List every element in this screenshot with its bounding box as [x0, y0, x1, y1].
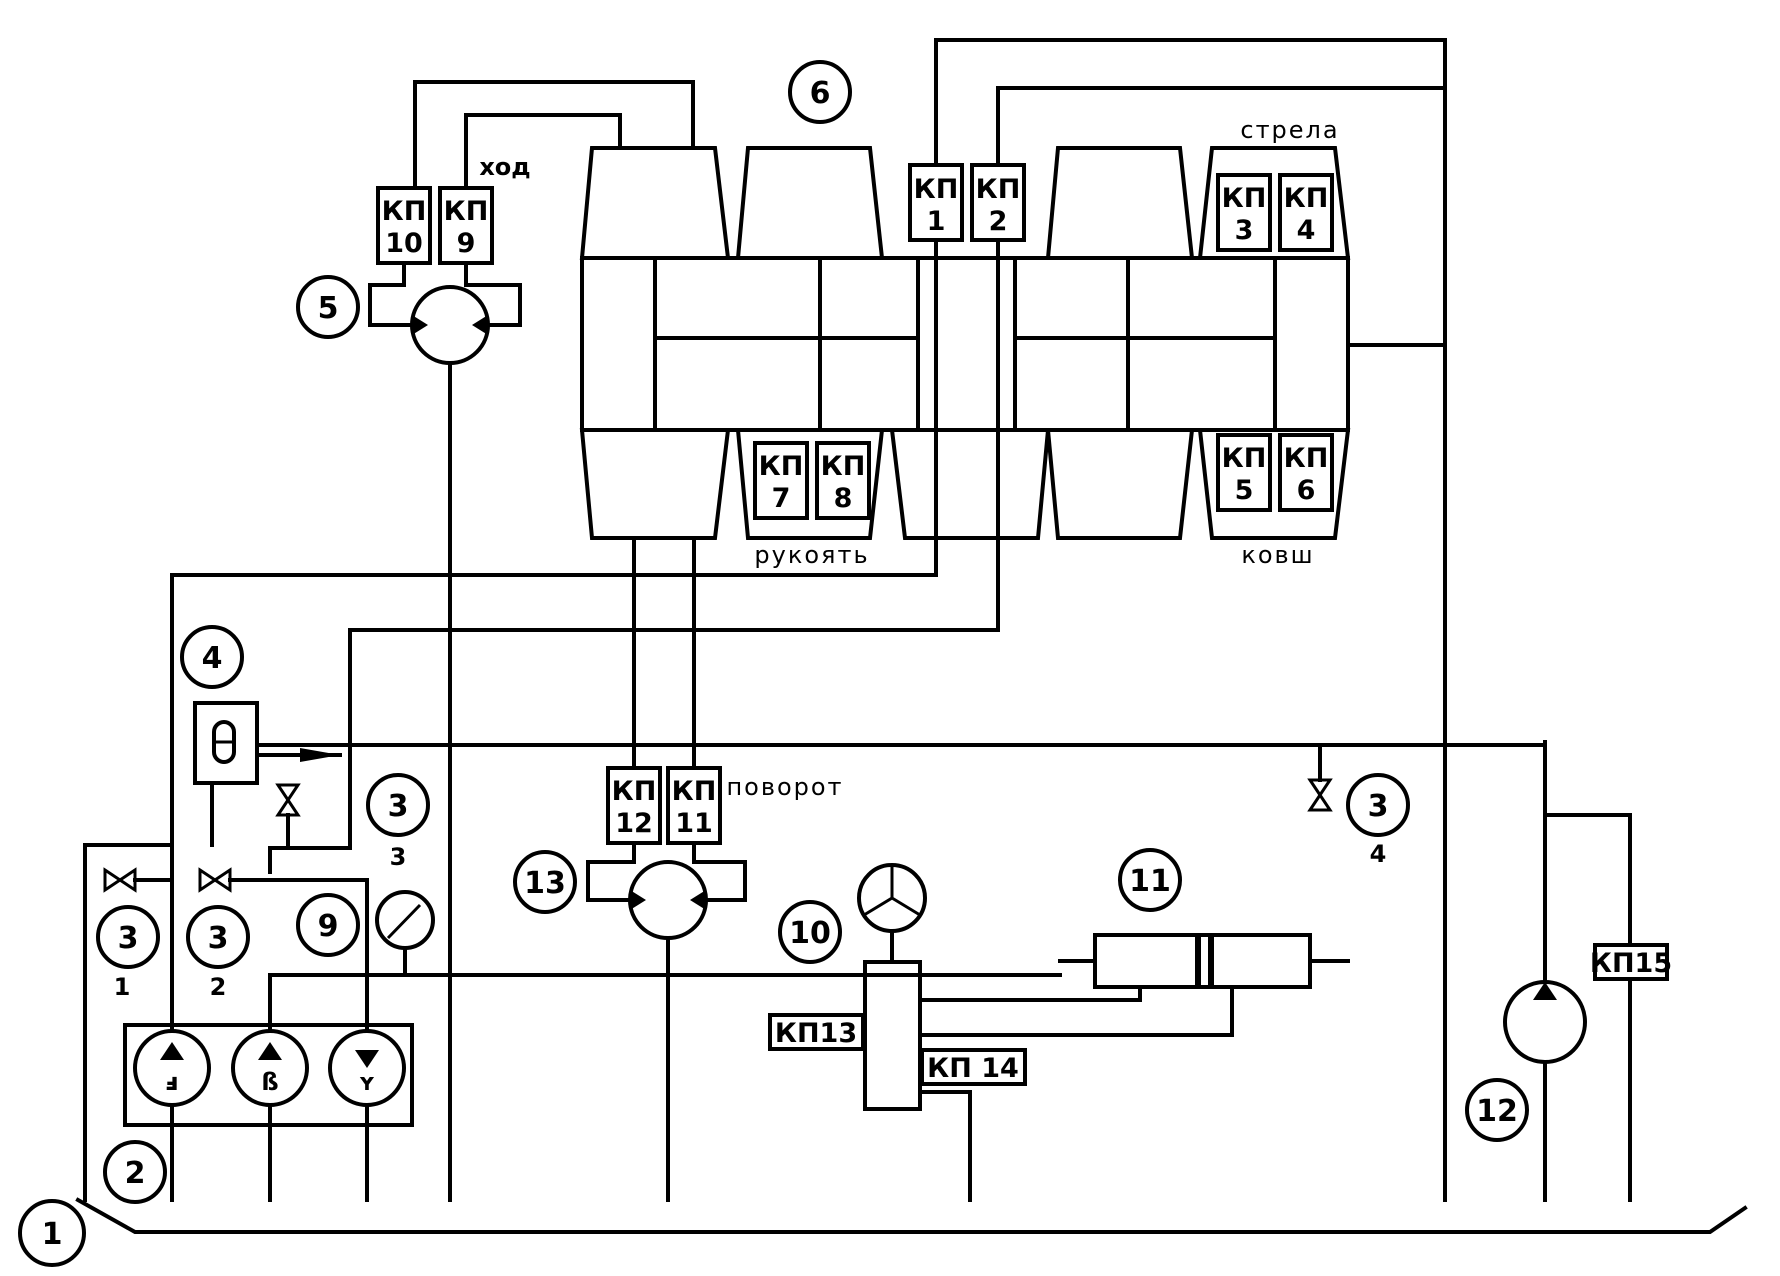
svg-text:7: 7: [772, 483, 791, 514]
label-swing: поворот: [726, 773, 843, 801]
swing-motor: КП 12 КП 11 поворот 13: [513, 766, 843, 1202]
svg-text:КП: КП: [914, 174, 959, 205]
svg-text:9: 9: [457, 228, 476, 259]
svg-text:1: 1: [114, 973, 131, 1001]
svg-text:6: 6: [1297, 475, 1316, 506]
svg-text:КП: КП: [444, 196, 489, 227]
svg-text:10: 10: [385, 228, 423, 259]
svg-text:9: 9: [318, 909, 339, 944]
svg-text:КП: КП: [1222, 443, 1267, 474]
svg-text:4: 4: [202, 641, 223, 676]
tank: 1: [18, 1197, 1748, 1267]
svg-text:3: 3: [390, 843, 407, 871]
relief-valve-kp3: КП 3: [1216, 173, 1272, 252]
valve-b2: 3 2: [186, 867, 250, 1001]
svg-text:3: 3: [118, 921, 139, 956]
svg-text:12: 12: [1476, 1094, 1518, 1129]
label-boom: стрела: [1240, 116, 1339, 144]
svg-text:КП: КП: [382, 196, 427, 227]
svg-text:8: 8: [834, 483, 853, 514]
label-arm: рукоять: [754, 541, 869, 569]
svg-text:3: 3: [1235, 215, 1254, 246]
svg-text:3: 3: [1368, 789, 1389, 824]
svg-text:10: 10: [789, 916, 831, 951]
svg-text:13: 13: [524, 866, 566, 901]
relief-valve-kp6: КП 6: [1278, 433, 1334, 512]
relief-valve-kp15: КП15: [1543, 813, 1672, 1202]
svg-text:КП: КП: [1284, 183, 1329, 214]
svg-text:11: 11: [1129, 864, 1171, 899]
svg-text:3: 3: [208, 921, 229, 956]
svg-text:КП: КП: [612, 776, 657, 807]
valve-b3: 3 3: [275, 773, 430, 871]
cylinder: 11: [1058, 848, 1350, 989]
svg-text:КП: КП: [1284, 443, 1329, 474]
svg-text:КП: КП: [976, 174, 1021, 205]
svg-text:ʏ: ʏ: [358, 1068, 375, 1096]
relief-valve-kp8: КП 8: [815, 441, 871, 520]
aux-pump: 12: [1465, 740, 1587, 1202]
svg-text:4: 4: [1370, 840, 1387, 868]
svg-text:КП13: КП13: [775, 1018, 857, 1049]
svg-text:КП: КП: [759, 451, 804, 482]
svg-text:3: 3: [388, 789, 409, 824]
svg-text:КП15: КП15: [1590, 948, 1672, 979]
relief-valve-kp2: КП 2: [970, 163, 1026, 242]
valve-b4: 3 4: [1307, 773, 1410, 868]
svg-text:5: 5: [318, 291, 339, 326]
svg-text:6: 6: [810, 76, 831, 111]
travel-motor: КП 10 КП 9 ход 5: [296, 153, 531, 1202]
filter: 4: [180, 625, 342, 785]
label-travel: ход: [479, 153, 530, 181]
svg-text:КП 14: КП 14: [927, 1053, 1019, 1084]
relief-valve-kp1: КП 1: [908, 163, 964, 242]
svg-text:ⅎ: ⅎ: [165, 1068, 178, 1096]
svg-text:2: 2: [989, 206, 1008, 237]
svg-text:2: 2: [125, 1156, 146, 1191]
svg-text:КП: КП: [1222, 183, 1267, 214]
svg-text:11: 11: [675, 808, 713, 839]
relief-valve-kp7: КП 7: [753, 441, 809, 520]
svg-text:1: 1: [927, 206, 946, 237]
valve-b1: 3 1: [96, 867, 160, 1001]
svg-text:5: 5: [1235, 475, 1254, 506]
label-bucket: ковш: [1241, 541, 1314, 569]
svg-text:КП: КП: [672, 776, 717, 807]
svg-text:2: 2: [210, 973, 227, 1001]
relief-valve-kp4: КП 4: [1278, 173, 1334, 252]
relief-valve-kp5: КП 5: [1216, 433, 1272, 512]
svg-text:КП: КП: [821, 451, 866, 482]
pump-group: ⅎ ß ʏ 2: [103, 1023, 414, 1204]
svg-text:12: 12: [615, 808, 653, 839]
svg-text:1: 1: [42, 1217, 63, 1252]
control-valve: 10 КП13 КП 14: [768, 863, 1027, 1202]
svg-text:4: 4: [1297, 215, 1316, 246]
svg-text:ß: ß: [261, 1068, 278, 1096]
